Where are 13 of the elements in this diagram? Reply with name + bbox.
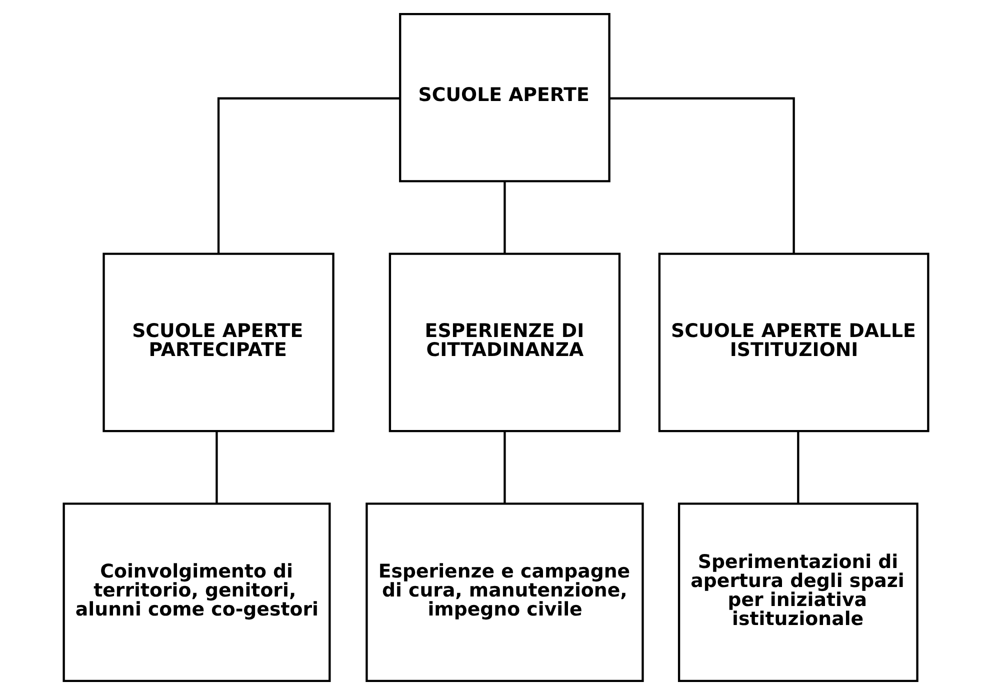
connector <box>610 97 795 254</box>
node-box: Coinvolgimento di territorio, genitori, alunni come co-gestori <box>62 502 331 682</box>
connector <box>504 431 506 504</box>
connector <box>216 431 218 504</box>
connector <box>217 97 400 254</box>
node-box: ESPERIENZE DI CITTADINANZA <box>388 252 621 432</box>
node-box: SCUOLE APERTE DALLE ISTITUZIONI <box>658 252 930 432</box>
connector <box>797 431 800 504</box>
connector <box>504 181 506 254</box>
node-box: SCUOLE APERTE <box>399 13 610 182</box>
node-box: SCUOLE APERTE PARTECIPATE <box>102 252 334 432</box>
node-box: Sperimentazioni di apertura degli spazi per iniziativa istituzionale <box>678 502 918 682</box>
node-box: Esperienze e campagne di cura, manutenzione, impegno civile <box>366 502 644 682</box>
